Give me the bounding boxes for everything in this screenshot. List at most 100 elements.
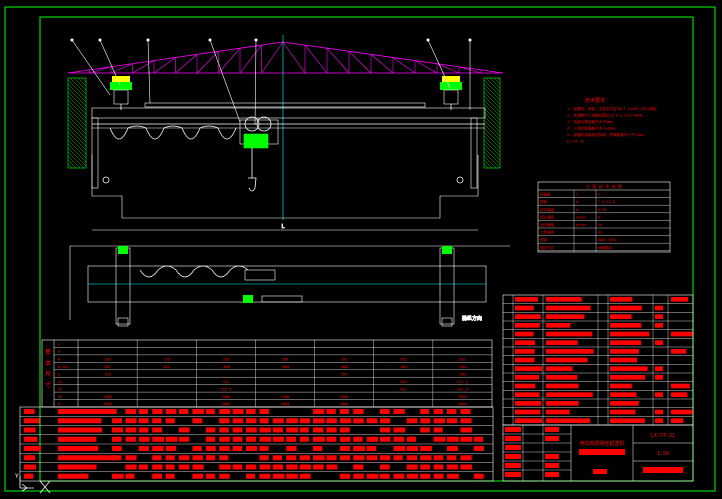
spec-cell: 5 [598,193,600,197]
revision-entry [138,427,149,433]
parts-entry [546,305,591,311]
wall-hatch [67,127,87,147]
revision-entry [152,409,163,414]
tb-entry [505,427,521,432]
parts-entry [515,409,541,415]
left-wall [67,77,87,169]
truss-diagonal [218,48,241,74]
parts-entry [546,297,582,302]
revision-entry [219,473,230,479]
revision-entry [447,455,457,461]
dim-cell: ~800 [281,365,290,369]
title-block-frame [502,424,694,482]
truss-diagonal [239,44,262,74]
wall-hatch [483,99,501,117]
revision-entry [447,446,458,451]
festoon-cable [109,125,237,140]
wall-hatch [67,91,87,111]
spec-cell: 6~30 [598,208,606,212]
revision-entry [232,436,243,442]
revision-entry [433,409,443,414]
dim-cell: 280 [282,358,289,362]
revision-entry [433,455,444,461]
revision-entry [165,455,175,461]
revision-entry [406,418,418,424]
revision-entry [179,464,190,470]
revision-entry [246,436,256,442]
revision-entry [433,464,444,470]
truss-diagonal [436,63,460,74]
revision-entry [192,464,204,470]
revision-entry [380,427,391,433]
wall-hatch [483,135,501,153]
dim-cell: ~800 [399,365,408,369]
dim-side-char: 基 [45,348,51,356]
wall-hatch [483,127,501,145]
hook-envelope [91,155,479,219]
revision-entry [259,464,271,470]
dim-cell: 350 [400,380,407,384]
revision-entry [473,436,484,442]
dim-cell: 3300 [281,395,290,399]
parts-entry [610,366,648,371]
revision-entry [339,427,350,433]
revision-entry [232,418,244,424]
tb-entry [545,427,559,432]
wall-hatch [67,87,87,107]
revision-entry [259,427,271,433]
revision-entry [339,436,351,442]
revision-entry [192,446,202,451]
dim-row-label: H [58,350,60,354]
revision-entry [380,436,391,442]
truss-diagonal [261,41,284,74]
spec-cell: 运行速度 [540,222,554,227]
parts-entry [610,323,642,328]
revision-entry [205,473,216,479]
truss-diagonal [89,66,112,74]
truss-diagonal [153,57,176,74]
plan-drive [442,246,452,254]
revision-entry [58,455,117,461]
revision-entry [406,464,418,470]
wall-hatch [67,151,85,169]
parts-entry [655,314,663,319]
revision-entry [138,464,148,470]
revision-entry [272,436,285,442]
roof-truss [67,35,504,220]
revision-entry [313,436,325,442]
leader-line [147,39,151,104]
parts-entry [546,357,588,363]
parts-entry [655,305,663,311]
parts-entry [610,383,632,389]
revision-entry [339,409,349,414]
parts-entry [671,409,693,415]
revision-entry [179,427,190,433]
revision-entry [58,436,97,442]
wall-hatch [483,119,501,137]
leader-dot [98,38,102,42]
truss-diagonal [370,54,394,74]
revision-entry [420,409,430,414]
revision-entry [246,409,256,414]
revision-entry [24,418,40,424]
revision-entry [192,455,203,461]
revision-entry [219,455,229,461]
revision-entry [420,418,431,424]
leader-dot [426,38,430,42]
revision-entry [406,473,419,479]
dim-side-char: 尺 [45,371,51,378]
parts-entry [610,340,642,345]
parts-entry [655,375,663,380]
ucs-label-y: Y [15,473,19,480]
revision-entry [205,409,215,414]
dim-row-label: B [58,402,60,406]
revision-entry [246,427,257,433]
plan-trolley [244,269,276,281]
dim-cell: 2500 [103,395,112,399]
revision-entry [138,436,150,442]
revision-entry [299,455,310,461]
tb-entry [505,436,521,441]
revision-entry [152,427,163,433]
spec-cell: 电源 [540,237,548,242]
